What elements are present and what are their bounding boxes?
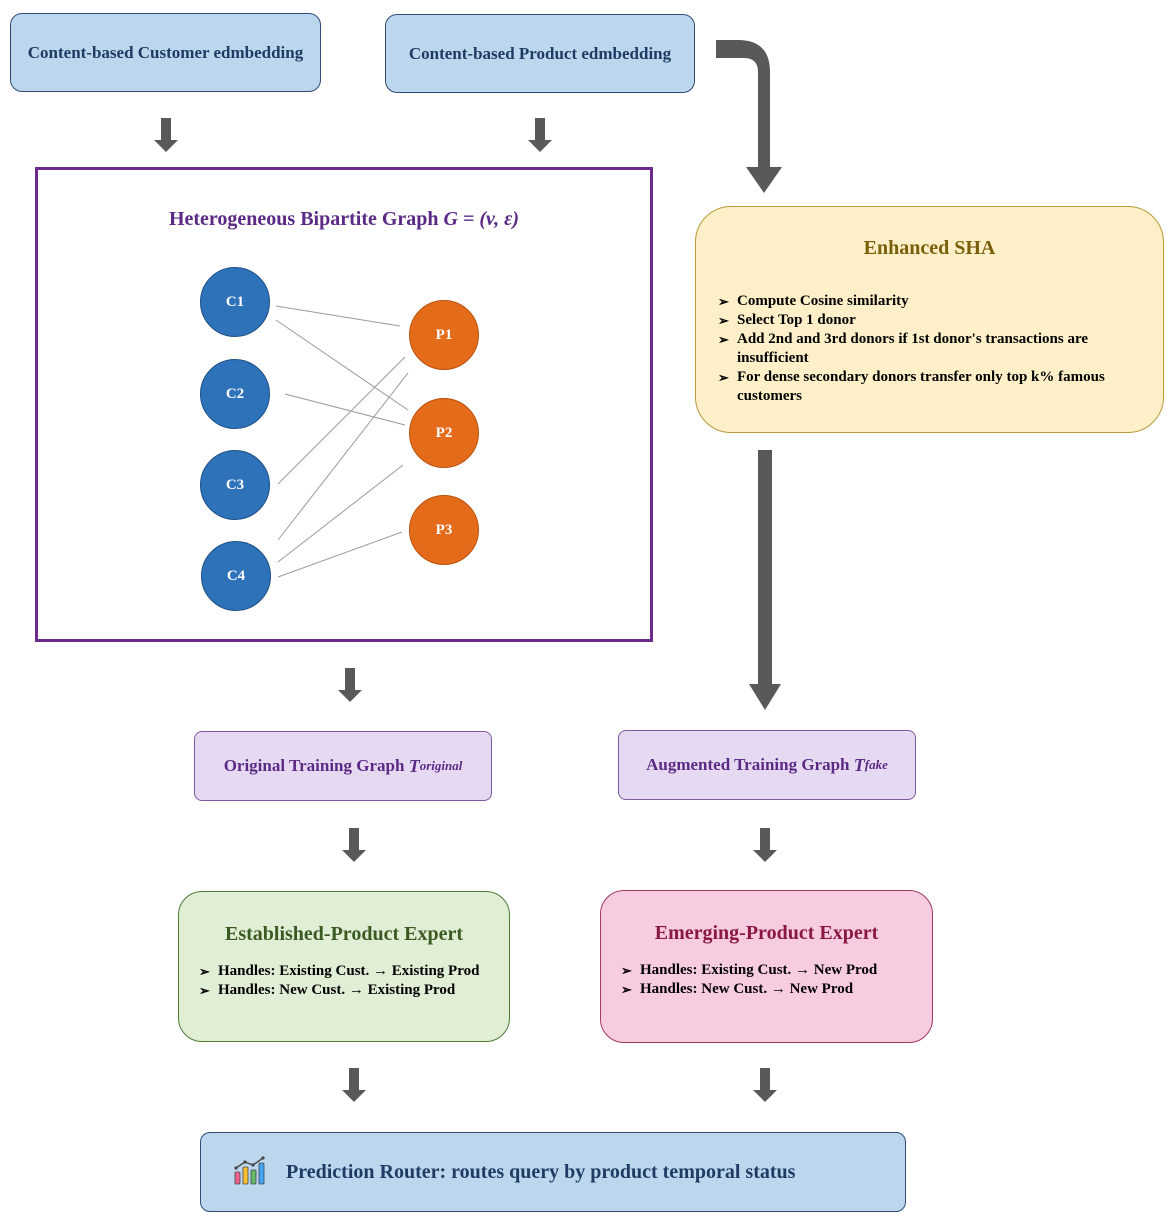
established-product-expert-box: Established-Product Expert ➢ Handles: Exi…: [178, 891, 510, 1042]
list-item: ➢ Handles: Existing Cust. → Existing Prod: [199, 962, 504, 981]
node-label: C3: [225, 476, 245, 493]
node-label: P2: [435, 424, 453, 441]
arrow-product-to-graph: [528, 118, 552, 152]
bullet-arrow-icon: ➢: [199, 964, 210, 979]
graph-title-text: Heterogeneous Bipartite Graph: [168, 208, 439, 230]
arrow-graph-to-original: [338, 668, 362, 702]
emerging-product-expert-box: Emerging-Product Expert ➢ Handles: Existi…: [600, 890, 933, 1043]
bullet-arrow-icon: ➢: [621, 982, 632, 997]
original-training-graph-subscript: original: [419, 758, 463, 773]
arrow-original-to-established: [342, 828, 366, 862]
established-expert-title: Established-Product Expert: [225, 923, 463, 945]
established-expert-list: ➢ Handles: Existing Cust. → Existing Prod…: [199, 962, 504, 1000]
list-item-text: Handles: Existing Cust. → Existing Prod: [218, 963, 480, 979]
list-item: ➢ Handles: New Cust. → Existing Prod: [199, 981, 504, 1000]
emerging-expert-list: ➢ Handles: Existing Cust. → New Prod ➢ Han…: [621, 961, 926, 999]
augmented-training-graph-symbol: T: [853, 754, 865, 775]
graph-edge-c1-p1: [275, 305, 401, 327]
emerging-expert-title: Emerging-Product Expert: [654, 922, 879, 944]
prediction-router-label: Prediction Router: routes query by produ…: [286, 1161, 796, 1183]
product-embedding-box: Content-based Product edmbedding: [385, 14, 695, 93]
graph-edge-c2-p2: [284, 393, 406, 426]
list-item-text: Select Top 1 donor: [737, 312, 856, 328]
list-item-text: Compute Cosine similarity: [737, 293, 909, 309]
arrow-product-to-sha: [716, 40, 782, 193]
graph-edge-c4-p3: [277, 531, 403, 578]
graph-title: Heterogeneous Bipartite Graph G = (v, ε): [38, 208, 650, 231]
bullet-arrow-icon: ➢: [199, 983, 210, 998]
list-item: ➢ Select Top 1 donor: [718, 311, 1138, 330]
customer-node: C4: [201, 541, 271, 611]
enhanced-sha-box: Enhanced SHA ➢ Compute Cosine similarity …: [695, 206, 1164, 433]
bullet-arrow-icon: ➢: [718, 313, 729, 328]
arrow-customer-to-graph: [154, 118, 178, 152]
prediction-router-box: Prediction Router: routes query by produ…: [200, 1132, 906, 1212]
customer-node: C1: [200, 267, 270, 337]
customer-embedding-label: Content-based Customer edmbedding: [27, 42, 304, 62]
original-training-graph-symbol: T: [408, 755, 420, 776]
enhanced-sha-list: ➢ Compute Cosine similarity ➢ Select Top 1…: [718, 292, 1138, 406]
graph-edge-c4-p1: [277, 372, 409, 541]
arrow-established-to-router: [342, 1068, 366, 1102]
augmented-training-graph-subscript: fake: [864, 757, 888, 772]
node-label: C1: [225, 293, 245, 310]
node-label: C4: [226, 567, 246, 584]
arrow-emerging-to-router: [753, 1068, 777, 1102]
bullet-arrow-icon: ➢: [718, 294, 729, 309]
customer-node: C2: [200, 359, 270, 429]
node-label: C2: [225, 385, 245, 402]
arrow-sha-to-augmented: [749, 450, 781, 710]
arrow-augmented-to-emerging: [753, 828, 777, 862]
enhanced-sha-title: Enhanced SHA: [863, 237, 996, 259]
bar-chart-icon: [234, 1156, 265, 1185]
graph-edge-c3-p1: [277, 356, 406, 485]
list-item: ➢ Compute Cosine similarity: [718, 292, 1138, 311]
graph-edges: [275, 305, 409, 578]
flow-arrows: [154, 40, 782, 1102]
bipartite-graph-frame: Heterogeneous Bipartite Graph G = (v, ε): [35, 167, 653, 642]
bullet-arrow-icon: ➢: [621, 963, 632, 978]
list-item: ➢ Add 2nd and 3rd donors if 1st donor's t…: [718, 330, 1138, 368]
graph-edge-c1-p2: [275, 319, 409, 411]
original-training-graph-label: Original Training Graph: [223, 756, 405, 775]
product-embedding-label: Content-based Product edmbedding: [408, 43, 672, 63]
list-item-text: Handles: New Cust. → Existing Prod: [218, 982, 456, 998]
node-label: P3: [435, 521, 453, 538]
product-node: P3: [409, 495, 479, 565]
graph-edge-c4-p2: [277, 464, 404, 563]
augmented-training-graph-label: Augmented Training Graph: [646, 755, 850, 774]
product-node: P2: [409, 398, 479, 468]
node-label: P1: [435, 326, 453, 343]
list-item: ➢ Handles: New Cust. → New Prod: [621, 980, 926, 999]
list-item: ➢ For dense secondary donors transfer onl…: [718, 368, 1138, 406]
customer-node: C3: [200, 450, 270, 520]
list-item-text: Add 2nd and 3rd donors if 1st donor's tr…: [737, 331, 1089, 366]
list-item-text: Handles: Existing Cust. → New Prod: [640, 962, 878, 978]
bullet-arrow-icon: ➢: [718, 332, 729, 347]
list-item-text: Handles: New Cust. → New Prod: [640, 981, 854, 997]
graph-title-math: G = (v, ε): [443, 208, 520, 230]
list-item: ➢ Handles: Existing Cust. → New Prod: [621, 961, 926, 980]
bullet-arrow-icon: ➢: [718, 370, 729, 385]
customer-embedding-box: Content-based Customer edmbedding: [10, 13, 321, 92]
product-node: P1: [409, 300, 479, 370]
list-item-text: For dense secondary donors transfer only…: [737, 369, 1105, 404]
